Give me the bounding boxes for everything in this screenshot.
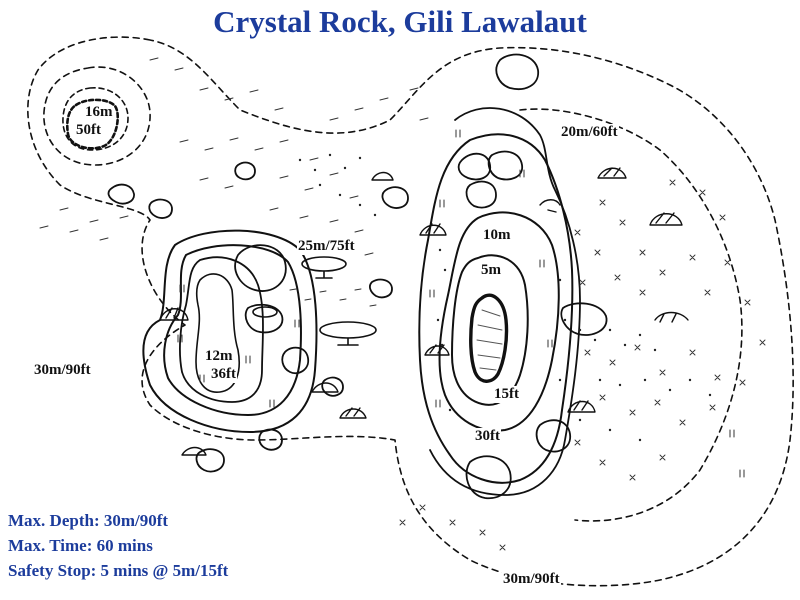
table-corals xyxy=(252,256,377,346)
contour-main-outer-30ft xyxy=(418,133,574,484)
texture-dashes xyxy=(39,57,429,307)
map-title: Crystal Rock, Gili Lawalaut xyxy=(213,4,587,39)
max-depth-text: Max. Depth: 30m/90ft xyxy=(8,511,169,530)
soft-corals xyxy=(159,167,689,456)
contour-pinnacle-top xyxy=(65,98,119,150)
max-time-text: Max. Time: 60 mins xyxy=(8,536,153,555)
contour-west-rock-inner xyxy=(179,256,264,403)
depth-label-main-10m: 10m xyxy=(482,227,512,244)
depth-label-pinnacle-ft: 50ft xyxy=(76,122,101,138)
texture-crosses xyxy=(399,179,766,551)
safety-stop-text: Safety Stop: 5 mins @ 5m/15ft xyxy=(8,561,229,580)
depth-label-outer-east: 20m/60ft xyxy=(560,124,619,141)
depth-label-west-rock-ft: 36ft xyxy=(210,366,237,383)
rocks xyxy=(107,53,608,500)
texture-ticks xyxy=(177,129,745,478)
contour-pinnacle-outer xyxy=(43,66,151,166)
contour-pinnacle-mid xyxy=(62,87,129,151)
depth-label-main-15ft: 15ft xyxy=(493,386,520,403)
depth-label-outer-west: 30m/90ft xyxy=(33,362,92,379)
contour-west-rock-top xyxy=(195,273,240,393)
depth-label-pinnacle-m: 16m xyxy=(85,104,113,120)
depth-label-saddle: 25m/75ft xyxy=(297,238,356,255)
texture-dots xyxy=(298,153,712,442)
depth-label-main-5m: 5m xyxy=(481,262,501,278)
contour-west-rock-mid xyxy=(163,244,302,416)
dive-info: Max. Depth: 30m/90ft Max. Time: 60 mins … xyxy=(8,508,228,583)
contour-main-outer-2 xyxy=(429,107,581,496)
contour-main-10m xyxy=(438,211,560,432)
depth-label-main-30ft: 30ft xyxy=(474,428,501,445)
main-top-hatch xyxy=(476,309,503,371)
contour-20m-dashed xyxy=(519,108,743,522)
contour-main-5m xyxy=(451,254,529,406)
depth-label-west-rock-m: 12m xyxy=(204,348,234,365)
contour-main-top xyxy=(469,293,509,383)
depth-label-outer-south: 30m/90ft xyxy=(502,571,561,588)
contour-30m-outer-dashed xyxy=(27,36,794,587)
